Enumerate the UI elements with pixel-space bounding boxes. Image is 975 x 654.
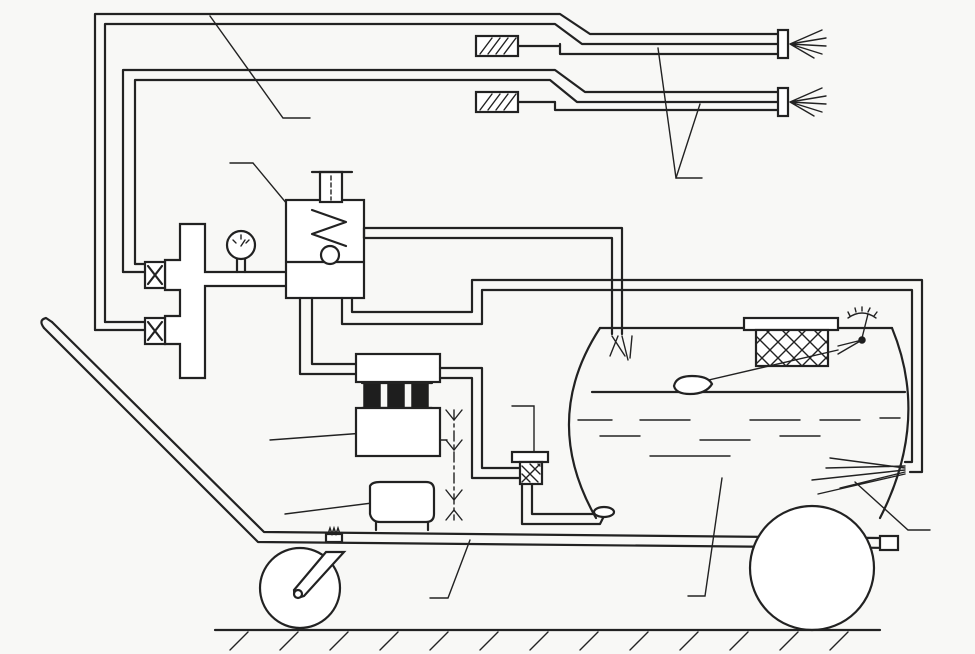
cart-frame	[40, 316, 900, 552]
shutoff-valve-lower	[143, 316, 167, 346]
rear-wheel	[748, 504, 876, 632]
engine	[354, 406, 442, 458]
shutoff-valve-upper	[143, 260, 167, 290]
distribution-manifold	[93, 222, 292, 380]
tank	[567, 326, 910, 520]
nozzle-valve-upper	[474, 34, 520, 58]
level-indicator	[699, 306, 878, 383]
tank-filler-strainer	[742, 316, 840, 368]
pressure-relief-valve	[284, 170, 366, 300]
pump	[354, 352, 522, 480]
level-float	[672, 374, 714, 396]
pressure-gauge	[225, 229, 257, 274]
compressor	[368, 480, 436, 532]
agitator-return	[811, 457, 906, 495]
nozzle-valve-lower	[474, 90, 520, 114]
front-caster-wheel	[258, 525, 347, 630]
upper-spray-pipe	[93, 12, 780, 332]
spray-nozzle-upper	[776, 28, 827, 60]
inline-filter	[510, 405, 608, 526]
lower-spray-pipe	[121, 68, 780, 274]
spray-nozzle-lower	[776, 86, 827, 118]
ground	[213, 628, 882, 651]
belt-drive	[439, 409, 463, 521]
bypass-pipes	[298, 226, 924, 474]
